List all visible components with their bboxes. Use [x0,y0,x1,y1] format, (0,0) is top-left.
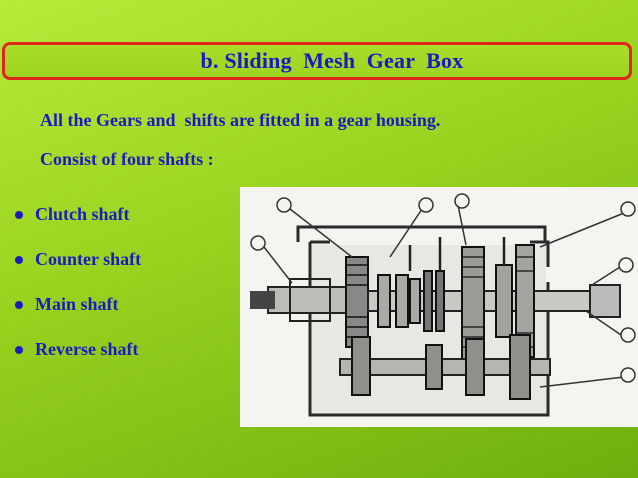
list-item: Counter shaft [10,237,141,282]
slide-title: b. Sliding Mesh Gear Box [200,48,464,73]
bullet-icon [15,300,23,309]
bullet-icon [15,255,23,264]
clutch-gear [345,256,369,348]
bullet-icon [15,345,23,354]
clutch-shaft [250,278,349,322]
counter-shaft [339,358,551,376]
counter-gears [351,334,531,400]
list-item-label: Clutch shaft [35,204,130,224]
shifter-rails [408,237,506,271]
list-item-label: Main shaft [35,294,119,314]
callout-markers [250,193,636,383]
list-item-label: Reverse shaft [35,339,139,359]
main-gear-right [495,244,535,358]
list-item: Clutch shaft [10,192,141,237]
output-flange [589,284,621,318]
subheading: Consist of four shafts : [40,149,214,169]
sliding-gear-1 [377,274,421,328]
shaft-list: Clutch shaft Counter shaft Main shaft Re… [10,192,141,372]
intro-text: All the Gears and shifts are fitted in a… [40,110,441,130]
list-item: Main shaft [10,282,141,327]
gearbox-drawing [250,193,636,417]
list-item: Reverse shaft [10,327,141,372]
bullet-icon [15,210,23,219]
gearbox-diagram [240,187,638,427]
list-item-label: Counter shaft [35,249,142,269]
callout-leaders [263,204,625,388]
title-box: b. Sliding Mesh Gear Box [2,42,632,80]
